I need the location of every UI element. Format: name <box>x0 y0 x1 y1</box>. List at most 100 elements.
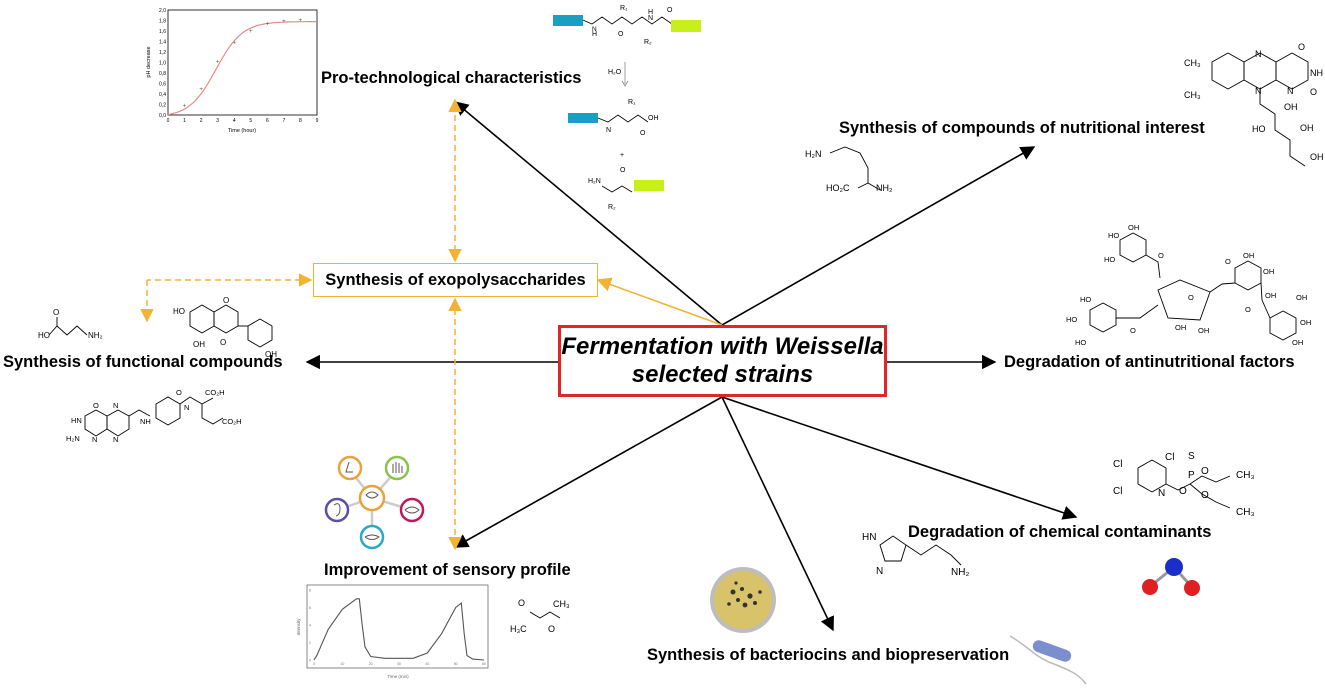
svg-text:R₁: R₁ <box>620 5 628 12</box>
ph-xtick: 3 <box>216 118 219 124</box>
svg-text:O: O <box>223 296 229 305</box>
svg-text:OH: OH <box>1263 267 1274 276</box>
svg-text:OH: OH <box>1284 102 1298 112</box>
svg-text:O: O <box>220 338 226 347</box>
aroma-ytick: 4 <box>309 624 311 628</box>
svg-text:H: H <box>592 31 597 38</box>
svg-text:R₂: R₂ <box>644 39 652 46</box>
svg-text:O: O <box>53 308 59 317</box>
water-label: H₂O <box>608 69 622 76</box>
ph-points: ++++++++ <box>183 18 303 110</box>
aroma-xtick: 60 <box>482 662 486 666</box>
svg-text:H: H <box>648 9 653 16</box>
svg-text:CH₃: CH₃ <box>1236 470 1255 481</box>
ph-ytick: 0,6 <box>159 82 166 88</box>
svg-text:Cl: Cl <box>1113 459 1122 470</box>
ph-xtick: 1 <box>183 118 186 124</box>
svg-text:HN: HN <box>71 416 82 425</box>
ph-xtick: 6 <box>266 118 269 124</box>
svg-text:O: O <box>620 167 626 174</box>
svg-text:R₂: R₂ <box>608 204 616 211</box>
label-functional: Synthesis of functional compounds <box>3 353 283 371</box>
petri-dish-icon <box>710 567 776 633</box>
svg-text:N: N <box>1287 86 1294 96</box>
ph-point: + <box>266 22 270 28</box>
svg-text:CO₂H: CO₂H <box>222 417 242 426</box>
svg-text:O: O <box>1245 305 1251 314</box>
svg-text:HO: HO <box>1108 231 1119 240</box>
svg-text:+: + <box>620 152 624 159</box>
svg-text:O: O <box>618 31 624 38</box>
svg-text:H₂N: H₂N <box>66 434 80 443</box>
svg-text:N: N <box>1255 86 1262 96</box>
ph-xtick: 0 <box>167 118 170 124</box>
ph-xtick: 2 <box>200 118 203 124</box>
svg-text:H₂N: H₂N <box>805 149 822 159</box>
arrow-pro-technological <box>453 101 723 326</box>
svg-text:CH₃: CH₃ <box>1184 58 1201 68</box>
svg-text:HN: HN <box>862 532 876 543</box>
ph-ylabel: pH decrease <box>146 46 152 77</box>
svg-text:O: O <box>1130 326 1136 335</box>
diacetyl-structure: O CH₃ H₃C O <box>510 598 570 634</box>
svg-text:HO: HO <box>1075 338 1086 347</box>
aroma-ytick: 0 <box>309 659 311 663</box>
svg-text:HO: HO <box>1066 315 1077 324</box>
gaba-structure: HO O NH₂ <box>38 308 103 340</box>
riboflavin-structure <box>1211 52 1309 167</box>
ph-ytick: 1,6 <box>159 29 166 35</box>
label-pro-technological: Pro-technological characteristics <box>321 69 582 87</box>
svg-text:CO₂H: CO₂H <box>205 388 225 397</box>
ph-ytick: 0,8 <box>159 71 166 77</box>
tannin-structure: HO OH HO O O OH OH OH OH OH OH O HO HO H… <box>1066 223 1311 347</box>
svg-text:N: N <box>606 127 611 134</box>
label-sensory: Improvement of sensory profile <box>324 561 571 579</box>
svg-text:Cl: Cl <box>1165 452 1174 463</box>
label-antinutritional: Degradation of antinutritional factors <box>1004 353 1295 371</box>
svg-text:N: N <box>876 566 883 577</box>
ph-point: + <box>199 87 203 93</box>
ph-point: + <box>183 104 187 110</box>
svg-text:OH: OH <box>1128 223 1139 232</box>
svg-text:OH: OH <box>1300 123 1314 133</box>
arrow-bacteriocins <box>721 396 834 632</box>
svg-text:N: N <box>113 401 118 410</box>
svg-text:P: P <box>1188 470 1195 481</box>
svg-text:O: O <box>1179 486 1187 497</box>
center-title-line1: Fermentation with Weissella <box>561 332 884 360</box>
svg-text:OH: OH <box>1175 323 1186 332</box>
ph-ytick: 0,4 <box>159 92 166 98</box>
svg-text:HO: HO <box>1252 124 1266 134</box>
svg-text:O: O <box>1298 42 1305 52</box>
svg-text:OH: OH <box>1300 318 1311 327</box>
arrow-eps <box>596 277 723 326</box>
folate-structure: O HN H₂N N N N NH O N CO₂H CO₂H <box>66 388 242 444</box>
senses-icons <box>324 455 425 550</box>
svg-text:HO: HO <box>1080 295 1091 304</box>
svg-text:Cl: Cl <box>1113 486 1122 497</box>
bacterium-icon <box>1009 635 1087 685</box>
aroma-ytick: 8 <box>309 589 311 593</box>
svg-text:CH₃: CH₃ <box>1236 507 1255 518</box>
svg-text:NH₂: NH₂ <box>951 567 969 578</box>
svg-text:H₃C: H₃C <box>510 624 527 634</box>
aroma-xtick: 50 <box>454 662 458 666</box>
ph-ytick: 0,0 <box>159 113 166 119</box>
svg-text:OH: OH <box>1292 338 1303 347</box>
ph-xtick: 7 <box>282 118 285 124</box>
svg-text:N: N <box>1255 49 1262 59</box>
aroma-xlabel: Time (min) <box>387 674 409 679</box>
ornithine-structure: H₂N HO₂C NH₂ <box>805 146 893 193</box>
svg-text:OH: OH <box>1243 251 1254 260</box>
svg-text:HO: HO <box>38 331 50 340</box>
svg-text:OH: OH <box>1265 291 1276 300</box>
eps-label: Synthesis of exopolysaccharides <box>325 270 586 289</box>
nose-icon <box>337 455 363 481</box>
svg-text:N: N <box>1158 488 1165 499</box>
